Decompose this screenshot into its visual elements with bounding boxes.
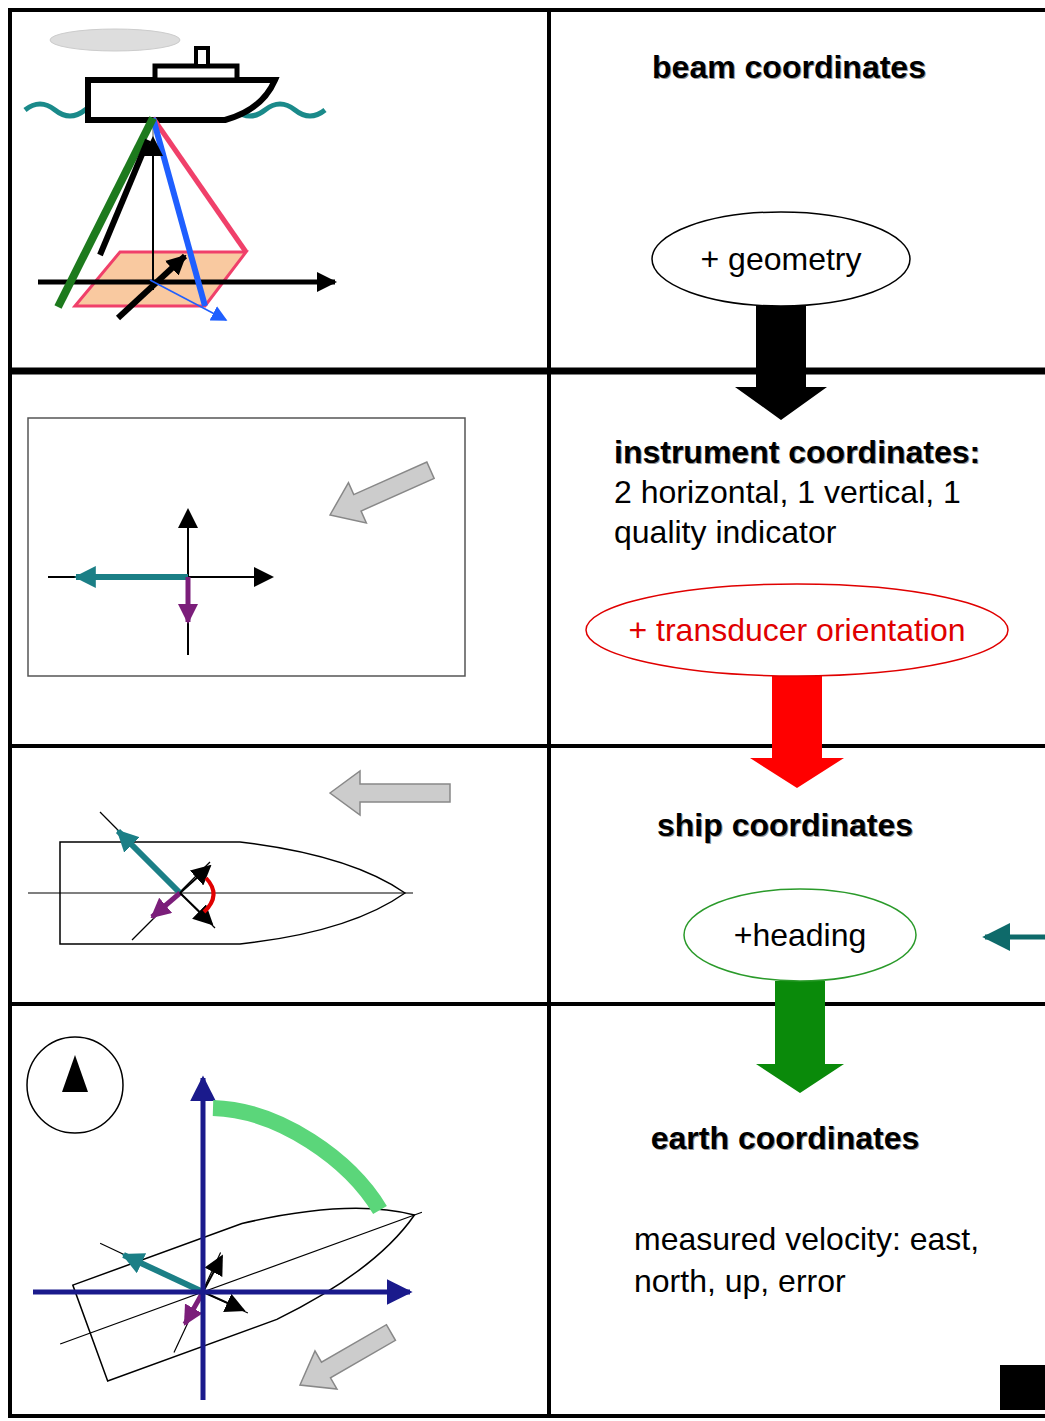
step-ellipse: +heading xyxy=(683,888,917,982)
frame-description: measured velocity: east, north, up, erro… xyxy=(634,1218,1034,1302)
earth-frame-figure xyxy=(27,1037,439,1404)
table-border xyxy=(10,10,1045,1416)
table-cell: instrument coordinates:2 horizontal, 1 v… xyxy=(551,375,1045,745)
step-ellipse: + transducer orientation xyxy=(585,583,1009,677)
block-arrow xyxy=(735,306,827,420)
row-line xyxy=(8,368,1045,375)
frame-description: 2 horizontal, 1 vertical, 1 quality indi… xyxy=(614,472,1014,552)
frame-title: instrument coordinates: xyxy=(614,432,980,472)
ship-beams-figure xyxy=(25,29,335,320)
frame-title: beam coordinates xyxy=(652,47,926,87)
table-cell: beam coordinates + geometry xyxy=(551,12,1045,370)
input-arrow xyxy=(985,935,1045,940)
step-label: +heading xyxy=(734,915,867,955)
step-ellipse: + geometry xyxy=(651,211,911,307)
table-cell: earth coordinates measured velocity: east… xyxy=(551,1006,1045,1416)
step-label: + transducer orientation xyxy=(628,610,965,650)
row-line xyxy=(8,1002,1045,1006)
table-cell: ship coordinates +heading xyxy=(551,748,1045,1003)
block-arrow xyxy=(756,981,844,1093)
step-label: + geometry xyxy=(701,239,862,279)
column-line xyxy=(547,8,551,1418)
block-arrow xyxy=(750,676,844,788)
corner-square xyxy=(1000,1365,1045,1410)
frame-title: earth coordinates xyxy=(651,1118,920,1158)
frame-title: ship coordinates xyxy=(657,805,913,845)
instrument-frame-figure xyxy=(28,418,465,676)
row-line xyxy=(8,744,1045,748)
ship-frame-figure xyxy=(28,771,450,944)
